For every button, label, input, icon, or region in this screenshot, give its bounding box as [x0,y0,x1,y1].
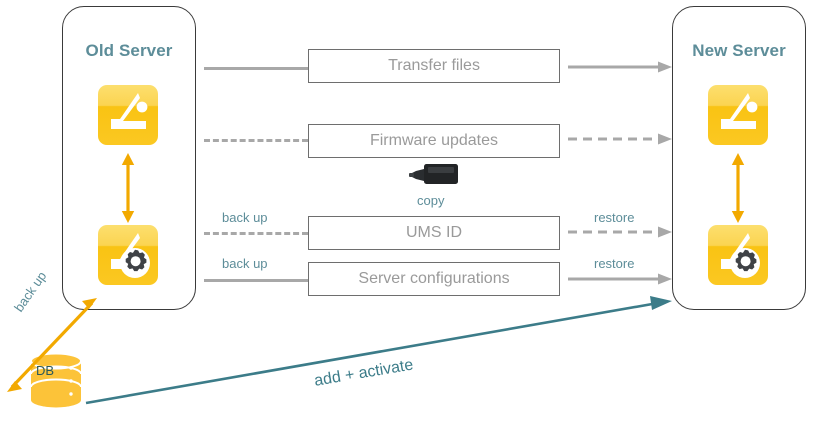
old-server-title: Old Server [85,41,173,60]
row-3-label: Server configurations [358,270,510,287]
add-activate-caption: add + activate [313,356,415,390]
usb-copy-label: copy [417,193,445,208]
new-server-app-icon [707,84,769,146]
row-0-label: Transfer files [388,57,480,74]
row-3-left-line [204,279,308,282]
row-2-left-caption: back up [222,210,268,225]
new-server-settings-icon [707,224,769,286]
database-cylinder-icon [27,352,85,410]
row-1-box: Firmware updates [308,124,560,158]
row-3-left-caption: back up [222,256,268,271]
row-3-right-caption: restore [594,256,635,271]
row-0-box: Transfer files [308,49,560,83]
row-1-left-line [204,139,308,142]
old-server-settings-icon [97,224,159,286]
row-2-label: UMS ID [406,224,462,241]
row-1-label: Firmware updates [369,132,499,149]
row-0-left-line [204,67,308,70]
old-server-app-icon [97,84,159,146]
usb-stick-icon [404,160,464,190]
new-server-title: New Server [692,41,786,60]
new-server-sync-arrow [729,152,747,224]
row-1-right-arrow [568,133,672,145]
add-activate-arrow [85,296,672,405]
row-2-left-line [204,232,308,235]
row-2-right-arrow [568,226,672,238]
row-3-box: Server configurations [308,262,560,296]
old-server-sync-arrow [119,152,137,224]
row-2-right-caption: restore [594,210,635,225]
row-0-right-arrow [568,61,672,73]
database-backup-caption: back up [11,268,50,315]
row-3-right-arrow [568,273,672,285]
row-2-box: UMS ID [308,216,560,250]
